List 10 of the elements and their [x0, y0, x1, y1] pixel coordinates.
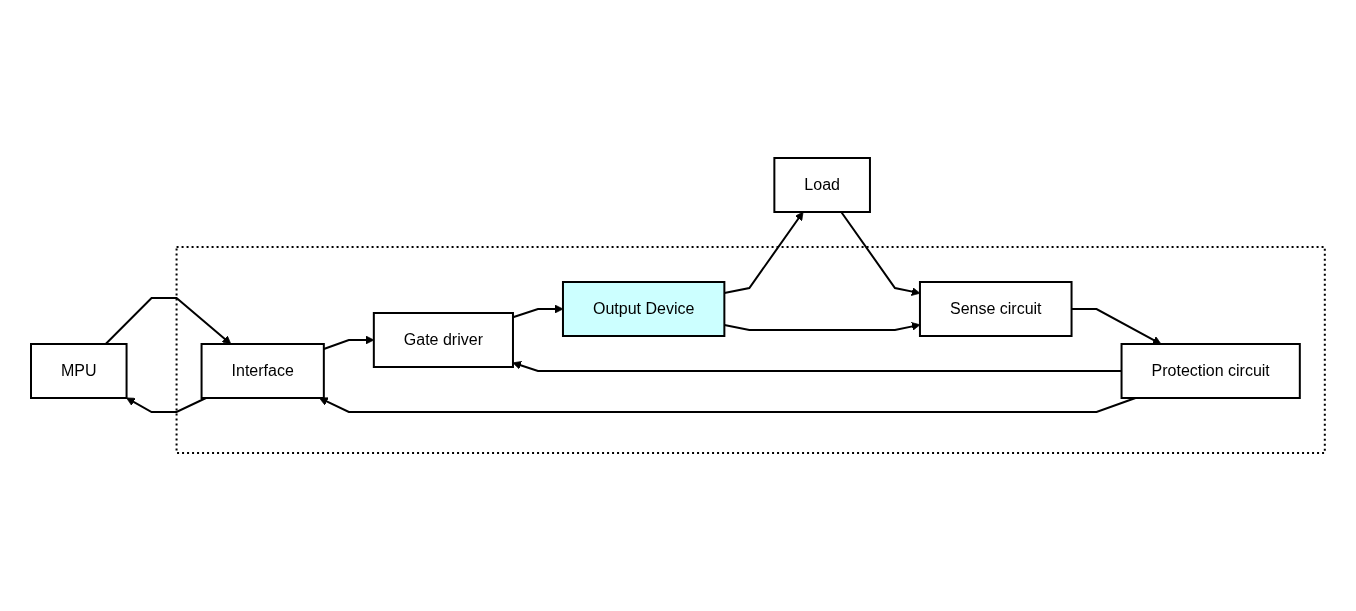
- node-box: Sense circuit: [919, 281, 1073, 337]
- node-box: Interface: [200, 343, 325, 399]
- arrow: [104, 297, 232, 345]
- cluster: [175, 246, 1326, 454]
- node-box: Gate driver: [372, 312, 515, 368]
- node-box: Load: [773, 157, 872, 213]
- arrow: [840, 211, 921, 296]
- node-box: Protection circuit: [1120, 343, 1301, 399]
- node-box: MPU: [30, 343, 128, 399]
- node-box: Output Device: [562, 281, 726, 337]
